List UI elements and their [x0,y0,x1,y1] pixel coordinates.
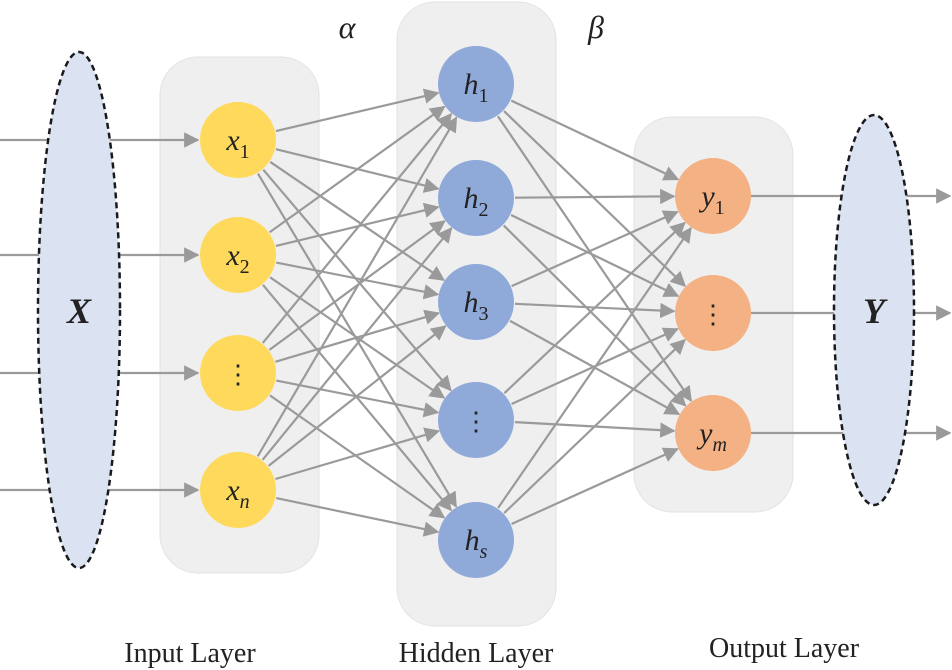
input-hidden-connection [262,169,452,392]
output-layer-caption: Output Layer [709,633,860,664]
input-node [200,217,276,293]
hidden-output-connection [502,224,687,407]
hidden-node-label: ⋮ [463,407,489,436]
input-node-label: ⋮ [225,360,251,389]
hidden-output-connection [511,210,679,288]
input-hidden-connection [261,227,453,461]
input-hidden-connection [275,427,441,481]
output-node [675,275,751,351]
alpha-weight-label: α [339,9,357,45]
input-layer-panel [159,56,320,574]
hidden-output-connection [503,110,687,287]
input-hidden-connection [256,172,458,508]
output-node-label: ym [696,417,727,456]
input-hidden-connection [267,325,447,467]
output-node [675,158,751,234]
input-hidden-connection [275,202,440,247]
input-layer-caption: Input Layer [124,638,256,669]
hidden-node [438,160,514,236]
hidden-node-label: h3 [464,286,489,325]
hidden-node-label: h1 [464,68,489,107]
hidden-output-connection [514,188,676,205]
output-vector-label: Y [863,291,888,331]
hidden-node [438,502,514,578]
hidden-output-connection [511,447,679,525]
hidden-node [438,382,514,458]
input-node [200,102,276,178]
connections [256,88,693,537]
input-node-label: x2 [225,239,249,278]
hidden-output-connection [510,99,680,181]
hidden-node-label: hs [465,524,488,563]
nodes: x1 x2 ⋮ xn h1 h2 h3 ⋮ hs y1 ⋮ ym [200,46,751,578]
input-hidden-connection [276,261,440,300]
hidden-output-connection [510,214,680,297]
input-node-label: x1 [225,124,249,163]
input-hidden-connection [275,309,441,363]
input-vector-ellipse [36,50,122,570]
output-node [675,395,751,471]
hidden-node [438,264,514,340]
input-hidden-connection [269,161,446,281]
hidden-node [438,46,514,122]
input-hidden-connection [269,105,446,234]
input-node-label: xn [225,474,249,513]
input-node [200,335,276,411]
hidden-output-connection [503,221,686,395]
input-hidden-connection [275,496,440,537]
hidden-output-connection [503,338,686,514]
output-node-label: y1 [698,180,724,219]
output-node-label: ⋮ [700,300,726,329]
input-node [200,452,276,528]
hidden-output-connection [497,226,692,509]
input-vector-label: X [66,291,92,331]
beta-weight-label: β [587,9,604,45]
input-hidden-connection [256,116,458,457]
input-hidden-connection [275,88,440,133]
hidden-layer-caption: Hidden Layer [399,638,554,669]
input-hidden-connection [261,112,453,344]
hidden-output-connection [496,115,693,403]
hidden-node-label: h2 [464,182,489,221]
output-vector-ellipse [832,113,916,507]
